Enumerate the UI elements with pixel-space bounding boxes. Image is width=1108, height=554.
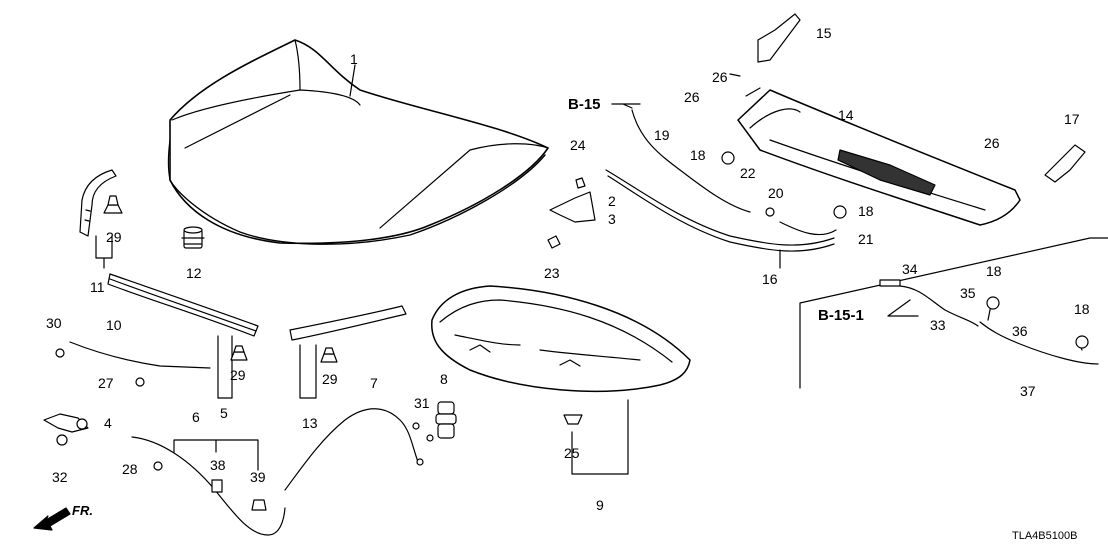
hood-support-rod — [605, 169, 835, 246]
callout-29b: 29 — [230, 367, 246, 383]
callout-29a: 29 — [106, 229, 122, 245]
callout-26b: 26 — [684, 89, 700, 105]
hood-hinge-icon — [549, 177, 596, 223]
drawing-code: TLA4B5100B — [1012, 530, 1078, 542]
callout-16: 16 — [762, 271, 778, 287]
front-marker-label: FR. — [72, 503, 93, 518]
callout-18d: 18 — [1074, 301, 1090, 317]
callout-19: 19 — [654, 127, 670, 143]
callout-21: 21 — [858, 231, 874, 247]
callout-30: 30 — [46, 315, 62, 331]
callout-31: 31 — [414, 395, 430, 411]
callout-5: 5 — [220, 405, 228, 421]
callout-36: 36 — [1012, 323, 1028, 339]
callout-22: 22 — [740, 165, 756, 181]
callout-4: 4 — [104, 415, 112, 431]
callout-35: 35 — [960, 285, 976, 301]
callout-2: 2 — [608, 193, 616, 209]
callout-34: 34 — [902, 261, 918, 277]
callout-17: 17 — [1064, 111, 1080, 127]
callout-7: 7 — [370, 375, 378, 391]
callout-18b: 18 — [858, 203, 874, 219]
leader-1 — [349, 64, 356, 97]
callout-25: 25 — [564, 445, 580, 461]
callout-37: 37 — [1020, 383, 1036, 399]
callout-29c: 29 — [322, 371, 338, 387]
callout-39: 39 — [250, 469, 266, 485]
front-direction-arrow — [33, 507, 71, 531]
ref-b15: B-15 — [568, 96, 601, 113]
callout-13: 13 — [302, 415, 318, 431]
callout-18c: 18 — [986, 263, 1002, 279]
cowl-end-bracket — [1044, 144, 1086, 183]
hood-stopper-icon — [181, 226, 205, 249]
hood-latch-icon — [43, 413, 89, 446]
hood-insulator — [431, 285, 691, 393]
callout-10: 10 — [106, 317, 122, 333]
clip-icon — [320, 347, 338, 363]
callout-23: 23 — [544, 265, 560, 281]
callout-8: 8 — [440, 371, 448, 387]
callout-27: 27 — [98, 375, 114, 391]
callout-3: 3 — [608, 211, 616, 227]
callout-28: 28 — [122, 461, 138, 477]
washer-tube — [631, 109, 751, 213]
callout-38: 38 — [210, 457, 226, 473]
callout-14: 14 — [838, 107, 854, 123]
hood-panel — [167, 39, 549, 245]
side-seal-strip — [289, 305, 407, 341]
hood-release-cable — [131, 436, 286, 536]
callout-12: 12 — [186, 265, 202, 281]
callout-15: 15 — [816, 25, 832, 41]
latch-bolt-icon — [435, 401, 457, 439]
callout-6: 6 — [192, 409, 200, 425]
callout-24: 24 — [570, 137, 586, 153]
cowl-side-cover — [757, 13, 801, 63]
washer-hose — [69, 341, 211, 369]
callout-9: 9 — [596, 497, 604, 513]
callout-11: 11 — [90, 279, 105, 295]
callout-1: 1 — [350, 51, 358, 67]
callout-33: 33 — [930, 317, 946, 333]
clip-icon — [563, 414, 583, 425]
callout-18a: 18 — [690, 147, 706, 163]
callout-26a: 26 — [712, 69, 728, 85]
callout-32: 32 — [52, 469, 68, 485]
cowl-top-cover — [737, 89, 1021, 226]
clip-icon — [103, 195, 123, 214]
callout-20: 20 — [768, 185, 784, 201]
ref-b15-1: B-15-1 — [818, 307, 864, 324]
callout-26c: 26 — [984, 135, 1000, 151]
inset-frame — [799, 237, 1108, 389]
release-cable — [284, 408, 419, 491]
washer-hose-inset — [899, 285, 979, 327]
clip-icon — [230, 345, 248, 361]
hood-front-seal — [79, 169, 117, 237]
